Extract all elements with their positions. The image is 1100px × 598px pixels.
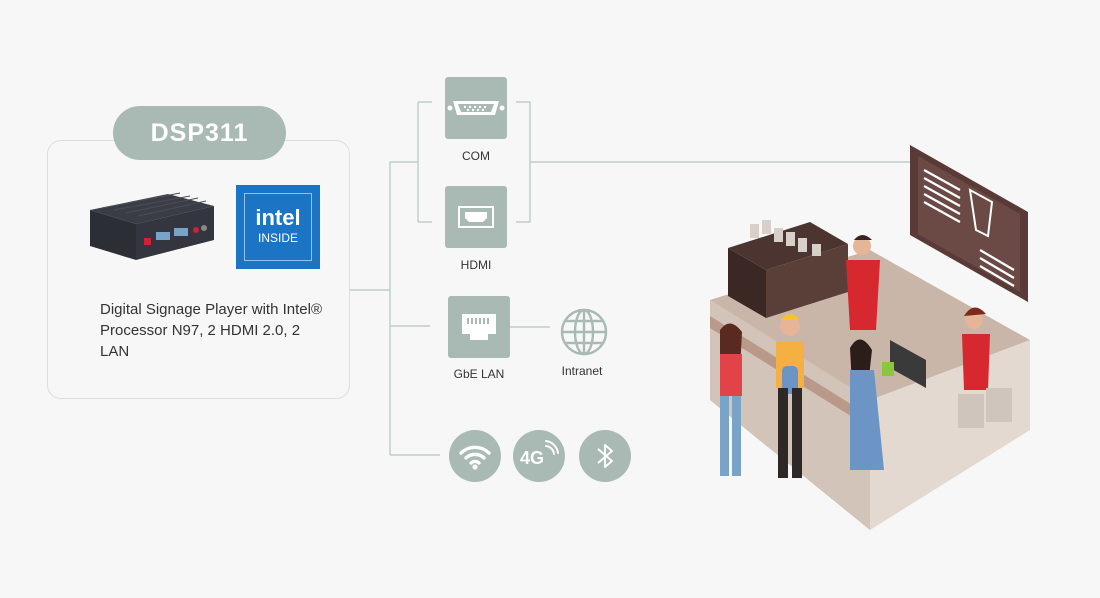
hdmi-label: HDMI <box>460 258 492 272</box>
intel-badge-inner <box>244 193 312 261</box>
lan-port-tile <box>448 296 510 358</box>
4g-badge: 4G <box>513 430 565 482</box>
4g-icon <box>545 440 559 455</box>
bluetooth-badge <box>579 430 631 482</box>
globe-icon <box>560 308 608 356</box>
bluetooth-icon <box>597 444 613 468</box>
hdmi-port-icon <box>458 206 494 228</box>
com-port-tile <box>445 77 507 139</box>
product-description: Digital Signage Player with Intel® Proce… <box>100 301 322 360</box>
intel-sub: INSIDE <box>257 231 298 245</box>
intel-word: intel <box>255 205 301 230</box>
hdmi-port-tile <box>445 186 507 248</box>
device-image <box>90 192 214 260</box>
wifi-badge <box>449 430 501 482</box>
com-label: COM <box>462 149 490 163</box>
model-pill: DSP311 <box>113 106 286 160</box>
cafe-scene-illustration <box>710 145 1030 530</box>
lan-label: GbE LAN <box>453 367 505 381</box>
wifi-icon <box>459 445 491 470</box>
intel-inside-badge: intel INSIDE <box>236 185 320 269</box>
menu-board <box>910 145 1028 302</box>
com-port-icon <box>447 101 505 115</box>
product-card <box>47 140 350 399</box>
4g-text: 4G <box>520 448 545 468</box>
intranet-label: Intranet <box>561 364 603 378</box>
lan-port-icon <box>462 314 496 340</box>
